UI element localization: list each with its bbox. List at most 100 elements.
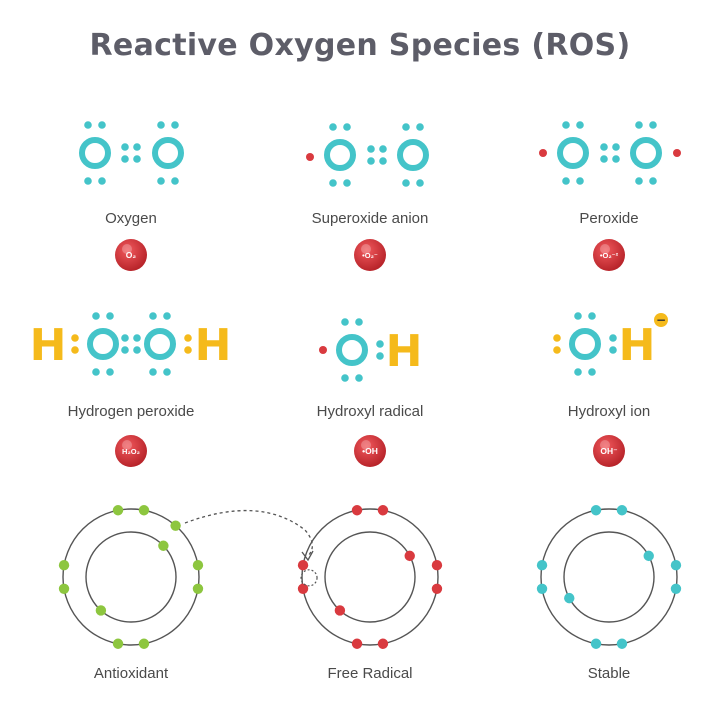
bond-electron-dot (379, 157, 387, 165)
electron-dot (402, 123, 410, 131)
electron-dot (84, 177, 92, 185)
electron-dot (588, 368, 596, 376)
formula-badge: •OH (354, 435, 386, 467)
badge-formula-text: OH⁻ (600, 446, 617, 456)
badge-circle (593, 435, 625, 467)
electron-dot (341, 318, 349, 326)
oxygen-atom (336, 334, 368, 366)
charge-circle (654, 313, 668, 327)
bond-electron-dot (133, 155, 141, 163)
electron (58, 583, 70, 595)
hydrogen-atom: H (195, 320, 232, 371)
bond-electron-dot (600, 143, 608, 151)
arrow-path (184, 509, 313, 557)
electron (351, 505, 363, 516)
badge-circle (354, 435, 386, 467)
electron-dot (649, 121, 657, 129)
charge-sign: − (656, 313, 666, 327)
electron (351, 638, 363, 649)
unpaired-electron-dot (306, 153, 314, 161)
electron (112, 505, 124, 516)
electron (590, 638, 602, 649)
bond-electron-dot (367, 145, 375, 153)
electron-dot (609, 334, 617, 342)
electron-dot (98, 121, 106, 129)
electron-dot (163, 368, 171, 376)
bond-electron-dot (121, 334, 129, 342)
badge-shine (600, 440, 610, 450)
species-label: Oxygen (105, 210, 157, 227)
electron (170, 520, 181, 531)
electron-dot (635, 177, 643, 185)
badge-circle (115, 435, 147, 467)
formula-badge: H₂O₂ (115, 435, 147, 467)
electron-dot (341, 374, 349, 382)
electron (58, 559, 70, 571)
badge-shine (600, 244, 610, 254)
electron-dot (157, 121, 165, 129)
bond-electron-dot (612, 143, 620, 151)
page-title: Reactive Oxygen Species (ROS) (89, 28, 631, 63)
electron-dot (402, 179, 410, 187)
species-label: Superoxide anion (312, 210, 429, 227)
badge-formula-text: O₂ (126, 250, 137, 260)
molecule-peroxide: Peroxide •O₂⁻² (539, 121, 681, 271)
electron (404, 550, 415, 562)
badge-shine (122, 244, 132, 254)
electron-dot (416, 179, 424, 187)
electron (158, 540, 169, 551)
electron-dot (92, 312, 100, 320)
electron (334, 605, 346, 616)
electron-dot (171, 177, 179, 185)
electron-dot (171, 121, 179, 129)
oxygen-atom (152, 137, 184, 169)
electron-dot (553, 346, 561, 354)
oxygen-atom (569, 328, 601, 360)
bond-electron-dot (121, 143, 129, 151)
electron-dot (98, 177, 106, 185)
electron (112, 638, 124, 649)
bond-electron-dot (600, 155, 608, 163)
missing-electron-slot (300, 569, 318, 587)
electron (670, 583, 682, 595)
bond-electron-dot (121, 346, 129, 354)
species-label: Peroxide (579, 210, 638, 227)
electron (138, 505, 150, 516)
electron-dot (343, 179, 351, 187)
bond-electron-dot (612, 155, 620, 163)
electron-dot (71, 346, 79, 354)
electron (643, 550, 654, 562)
oxygen-atom (144, 328, 176, 360)
badge-circle (115, 239, 147, 271)
electron-dot (649, 177, 657, 185)
electron-dot (106, 368, 114, 376)
molecule-superoxide: Superoxide anion •O₂⁻ (306, 123, 429, 271)
atom-stable: Stable (536, 505, 682, 682)
electron-dot (92, 368, 100, 376)
badge-formula-text: •O₂⁻ (362, 251, 378, 260)
electron (616, 505, 628, 516)
electron (377, 638, 389, 649)
electron-dot (329, 123, 337, 131)
electron-dot (329, 179, 337, 187)
oxygen-atom (87, 328, 119, 360)
badge-circle (354, 239, 386, 271)
outer-shell (301, 508, 439, 646)
electron-dot (71, 334, 79, 342)
badge-formula-text: •O₂⁻² (600, 251, 619, 260)
species-label: Hydroxyl radical (317, 403, 424, 420)
electron (616, 638, 628, 649)
atom-antioxidant: Antioxidant (58, 505, 204, 682)
bond-electron-dot (367, 157, 375, 165)
arrow-head-icon (301, 550, 314, 562)
electron (564, 592, 575, 604)
electron-dot (588, 312, 596, 320)
outer-shell (540, 508, 678, 646)
electron-dot (184, 346, 192, 354)
oxygen-atom (630, 137, 662, 169)
negative-charge-icon: − (654, 313, 668, 327)
electron-dot (635, 121, 643, 129)
